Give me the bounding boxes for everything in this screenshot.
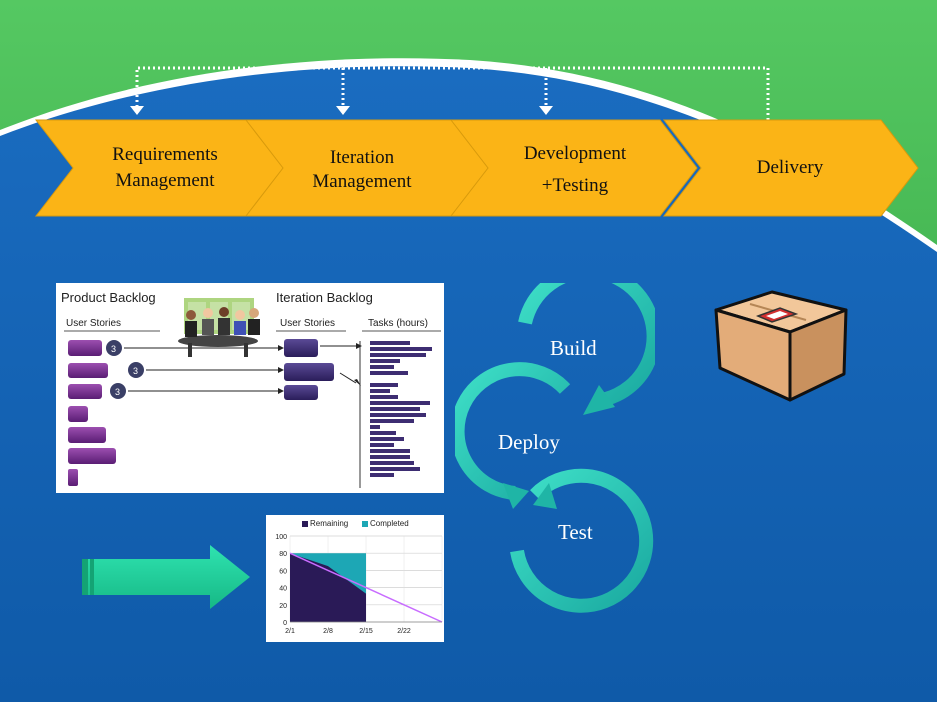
- test-label: Test: [558, 520, 593, 544]
- story-bar: [284, 385, 318, 400]
- deploy-ring: [455, 362, 571, 500]
- burndown-chart: 0 20 40 60 80 100 2/1 2/8 2/15 2/22 Remaining Com…: [266, 515, 444, 642]
- step-line2: +Testing: [541, 175, 609, 196]
- backlog-panel: Product Backlog Iteration Backlog User S…: [56, 283, 444, 493]
- build-arrowhead-icon: [583, 385, 615, 415]
- step-line2: Management: [312, 171, 412, 192]
- backlog-graphics: 3 3 3: [64, 298, 441, 488]
- badge-text: 3: [111, 344, 116, 354]
- deploy-label: Deploy: [498, 430, 560, 454]
- step-line2: Management: [115, 170, 215, 191]
- burndown-svg: 0 20 40 60 80 100 2/1 2/8 2/15 2/22: [275, 521, 443, 635]
- backlog-arrows: [124, 345, 357, 392]
- x-tick-label: 2/1: [285, 628, 295, 635]
- burndown-axes: 0 20 40 60 80 100 2/1 2/8 2/15 2/22: [275, 534, 442, 635]
- user-stories-right-header: User Stories: [280, 318, 336, 329]
- test-ring: [510, 468, 654, 613]
- step-line1: Requirements: [112, 144, 218, 165]
- arrowhead-icon: [539, 106, 553, 115]
- chevron-delivery[interactable]: [662, 119, 919, 217]
- build-deploy-test-cycle: [455, 283, 655, 613]
- y-tick-label: 20: [279, 603, 287, 610]
- story-bar: [68, 340, 102, 356]
- product-backlog-title: Product Backlog: [61, 290, 156, 305]
- iteration-backlog-title: Iteration Backlog: [276, 290, 373, 305]
- right-arrow-icon: [82, 545, 250, 609]
- badge-icon: [128, 362, 144, 378]
- x-tick-label: 2/15: [359, 628, 373, 635]
- task-bars: [370, 341, 432, 477]
- meeting-people-icon: [178, 298, 260, 357]
- priority-badges: [106, 340, 144, 399]
- story-bar: [68, 469, 78, 486]
- story-bar: [284, 363, 334, 381]
- step-delivery-label: Delivery: [700, 155, 880, 181]
- dotted-feedback-arrow-icon: [135, 66, 770, 120]
- y-tick-label: 60: [279, 568, 287, 575]
- blue-body: [0, 66, 937, 702]
- x-tick-label: 2/22: [397, 628, 411, 635]
- iteration-story-bars: [284, 339, 334, 400]
- product-story-bars: [68, 340, 116, 486]
- story-bar: [68, 406, 88, 422]
- step-line1: Iteration: [329, 147, 395, 168]
- build-label: Build: [550, 336, 597, 360]
- badge-text: 3: [115, 387, 120, 397]
- burndown-areas: [289, 552, 443, 623]
- y-tick-label: 80: [279, 551, 287, 558]
- cardboard-box-icon: [714, 290, 848, 402]
- story-bar: [68, 448, 116, 464]
- remaining-area: [290, 553, 366, 622]
- step-line1: Delivery: [756, 157, 824, 178]
- legend-completed-swatch: [362, 521, 368, 527]
- user-stories-left-header: User Stories: [66, 318, 122, 329]
- step-development-label: Development +Testing: [490, 138, 660, 202]
- y-tick-label: 0: [283, 620, 287, 627]
- x-tick-label: 2/8: [323, 628, 333, 635]
- badge-icon: [110, 383, 126, 399]
- deploy-arrowhead-icon: [503, 483, 529, 509]
- build-ring: [518, 283, 655, 408]
- badge-icon: [106, 340, 122, 356]
- story-bar: [284, 339, 318, 357]
- legend-remaining-label: Remaining: [310, 519, 349, 528]
- test-arrowhead-icon: [533, 483, 557, 509]
- chevron-development[interactable]: [449, 119, 698, 217]
- tasks-header: Tasks (hours): [368, 318, 429, 329]
- y-tick-label: 100: [275, 534, 287, 541]
- story-bar: [68, 427, 106, 443]
- story-bar: [68, 363, 108, 378]
- arrowhead-icon: [336, 106, 350, 115]
- badge-text: 3: [133, 366, 138, 376]
- step-iteration-label: Iteration Management: [282, 146, 442, 194]
- ideal-line: [289, 552, 443, 623]
- step-requirements-label: Requirements Management: [75, 142, 255, 194]
- step-line1: Development: [523, 143, 627, 164]
- story-bar: [68, 384, 102, 399]
- process-chevrons: [34, 119, 919, 217]
- legend-completed-label: Completed: [370, 519, 409, 528]
- y-tick-label: 40: [279, 586, 287, 593]
- arrowhead-icon: [130, 106, 144, 115]
- legend-remaining-swatch: [302, 521, 308, 527]
